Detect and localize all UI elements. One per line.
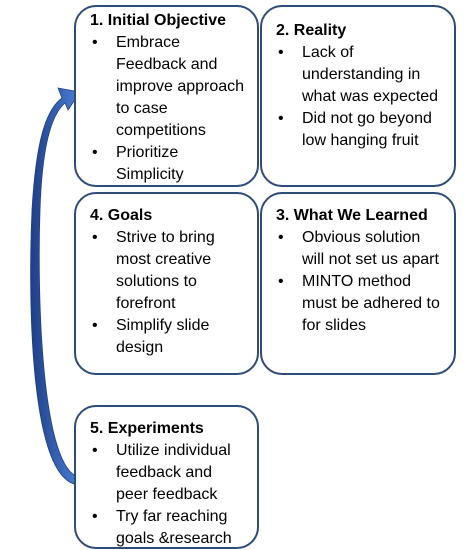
list-item: Simplify slide design xyxy=(90,315,247,359)
box-title: 3. What We Learned xyxy=(276,207,428,224)
list-item: Lack of understanding in what was expect… xyxy=(276,42,444,108)
box-title: 1. Initial Objective xyxy=(90,12,227,29)
box-title: 4. Goals xyxy=(90,207,153,224)
list-item: Embrace Feedback and improve approach to… xyxy=(90,32,247,142)
box-experiments: 5. Experiments Utilize individual feedba… xyxy=(74,405,259,549)
list-item: MINTO method must be adhered to for slid… xyxy=(276,271,444,337)
box-title: 2. Reality xyxy=(276,22,347,39)
list-item: Did not go beyond low hanging fruit xyxy=(276,108,444,152)
list-item: Obvious solution will not set us apart xyxy=(276,227,444,271)
box-initial-objective: 1. Initial Objective Embrace Feedback an… xyxy=(74,5,259,187)
box-reality: 2. Reality Lack of understanding in what… xyxy=(260,5,456,187)
list-item: Try far reaching goals &research xyxy=(90,506,247,550)
box-goals: 4. Goals Strive to bring most creative s… xyxy=(74,192,259,375)
list-item: Utilize individual feedback and peer fee… xyxy=(90,440,247,506)
box-title: 5. Experiments xyxy=(90,420,204,437)
list-item: Prioritize Simplicity xyxy=(90,142,247,186)
list-item: Strive to bring most creative solutions … xyxy=(90,227,247,315)
box-what-we-learned: 3. What We Learned Obvious solution will… xyxy=(260,192,456,375)
